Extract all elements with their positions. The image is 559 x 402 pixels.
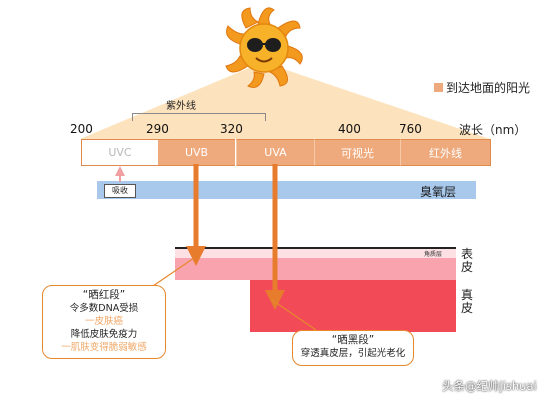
stratum-corneum-label: 角质层 (424, 251, 443, 258)
band-infrared: 红外线 (400, 139, 491, 166)
legend-label: 到达地面的阳光 (446, 81, 531, 95)
absorb-label: 吸收 (104, 184, 136, 198)
band-uva: UVA (236, 139, 314, 166)
sun-icon (225, 7, 303, 88)
uvb-callout-line-3: 降低皮肤免疫力 (70, 329, 138, 340)
uva-callout-pointer (271, 299, 317, 331)
epidermis-label: 表皮 (461, 247, 474, 274)
tick-320: 320 (220, 122, 243, 136)
tick-290: 290 (146, 122, 169, 136)
band-visible: 可视光 (314, 139, 400, 166)
ozone-layer (97, 181, 476, 199)
skin-surface-line (175, 247, 456, 249)
legend-swatch (434, 83, 443, 92)
band-uvb: UVB (158, 139, 235, 166)
tick-200: 200 (70, 122, 93, 136)
tick-760: 760 (399, 122, 422, 136)
uvb-callout-pointer (149, 257, 195, 289)
uvb-callout-title: “晒红段” (82, 289, 126, 301)
uva-callout-line: 穿透真皮层，引起光老化 (300, 348, 406, 359)
uva-callout: “晒黑段” 穿透真皮层，引起光老化 (292, 330, 414, 366)
uv-bracket-label: 紫外线 (166, 101, 196, 112)
dermis-label: 真皮 (461, 288, 474, 315)
stratum-corneum (175, 249, 456, 258)
epidermis-layer (175, 258, 456, 280)
uvb-callout-line-2: 一皮肤癌 (84, 316, 123, 327)
uva-callout-title: “晒黑段” (331, 334, 375, 346)
watermark: 头条@纪帅jishuai (442, 379, 537, 393)
axis-label: 波长（nm） (459, 123, 527, 137)
band-uvc: UVC (81, 139, 159, 166)
uv-bracket (132, 113, 266, 121)
uvb-callout: “晒红段” 令多数DNA受损 一皮肤癌 降低皮肤免疫力 一肌肤变得脆弱敏感 (42, 285, 166, 359)
ozone-label: 臭氧层 (420, 185, 457, 199)
tick-400: 400 (338, 122, 361, 136)
uvb-callout-line-1: 令多数DNA受损 (69, 303, 139, 314)
uvb-callout-line-4: 一肌肤变得脆弱敏感 (61, 342, 147, 353)
